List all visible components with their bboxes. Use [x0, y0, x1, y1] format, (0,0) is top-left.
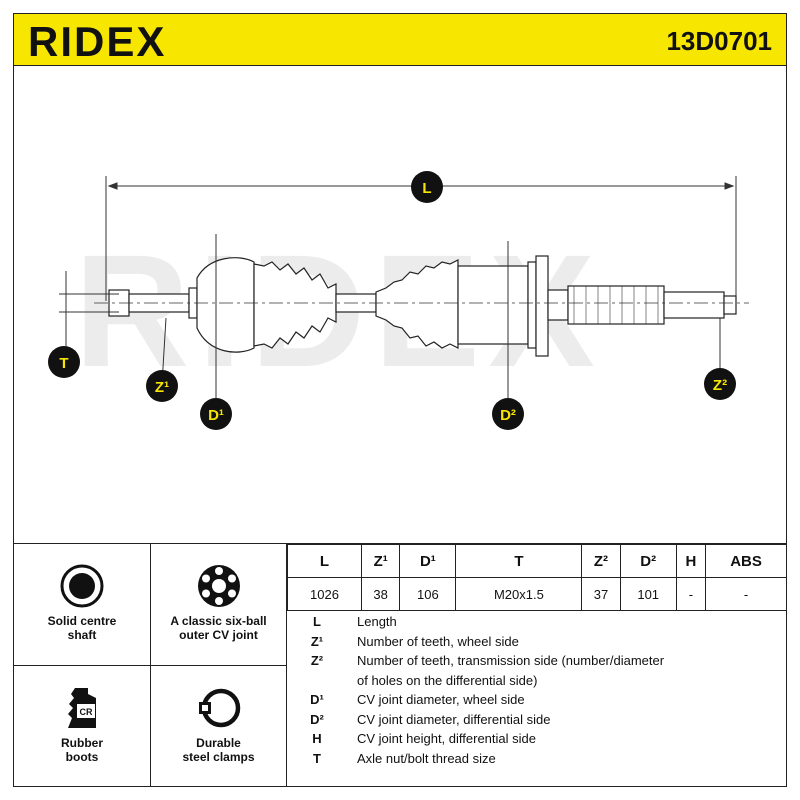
legend-text: Number of teeth, wheel side [357, 633, 519, 649]
spec-header-cell: Z² [581, 544, 621, 578]
rubber-boot-icon: CR [68, 688, 96, 728]
spec-value-cell: 106 [399, 577, 457, 611]
badge-L: L [411, 171, 443, 203]
spec-header-cell: Z¹ [361, 544, 401, 578]
svg-text:D²: D² [500, 407, 516, 424]
legend-row: Z² Number of teeth, transmission side (n… [287, 651, 787, 671]
spec-header-cell: D² [619, 544, 677, 578]
spec-value-cell: 101 [619, 577, 677, 611]
drive-shaft-drawing: RIDEX [48, 171, 749, 430]
spec-header-cell: D¹ [399, 544, 457, 578]
spec-value-cell: M20x1.5 [455, 577, 583, 611]
legend-text: Length [357, 614, 397, 629]
legend-row: D² CV joint diameter, differential side [287, 710, 787, 730]
badge-T: T [48, 346, 80, 378]
svg-text:D¹: D¹ [208, 407, 224, 424]
feature-label-line2: boots [65, 750, 99, 764]
steel-clamp-icon [198, 688, 240, 728]
spec-value-cell: 1026 [286, 577, 363, 611]
svg-text:T: T [59, 355, 68, 372]
part-number: 13D0701 [666, 26, 772, 56]
spec-table: L Z¹ D¹ T Z² D² H ABS 1026 38 106 M20x1.… [286, 544, 787, 611]
spec-header-cell: H [675, 544, 707, 578]
spec-value-cell: - [675, 577, 707, 611]
legend-row: T Axle nut/bolt thread size [287, 749, 787, 769]
spec-value-cell: 37 [581, 577, 621, 611]
feature-label-line1: Solid centre [47, 614, 117, 628]
feature-six-ball-joint: A classic six-ball outer CV joint [151, 544, 287, 666]
svg-text:L: L [422, 180, 431, 197]
spec-section: Solid centre shaft A classic six-ball [13, 543, 787, 787]
badge-Z1: Z¹ [146, 370, 178, 402]
drive-shaft-diagram: RIDEX [13, 66, 787, 544]
spec-header-row: L Z¹ D¹ T Z² D² H ABS [286, 544, 787, 578]
badge-D1: D¹ [200, 398, 232, 430]
shaft-body [108, 255, 737, 357]
thread-dimension [59, 271, 119, 346]
spline-hatching [573, 286, 659, 324]
legend-text: CV joint diameter, differential side [357, 711, 551, 727]
spec-header-cell: L [286, 544, 363, 578]
feature-rubber-boots: CR Rubber boots [14, 666, 151, 786]
legend-key: Z¹ [310, 633, 324, 649]
svg-text:Z¹: Z¹ [155, 379, 169, 396]
badge-D2: D² [492, 398, 524, 430]
feature-label-line2: steel clamps [182, 750, 255, 764]
spec-value-cell: 38 [361, 577, 401, 611]
badge-Z2: Z² [704, 368, 736, 400]
feature-label-line1: Rubber [61, 736, 103, 750]
feature-steel-clamps: Durable steel clamps [151, 666, 287, 786]
legend-text: of holes on the differential side) [357, 672, 538, 688]
feature-label-line1: A classic six-ball [170, 614, 267, 628]
legend-text: CV joint height, differential side [357, 731, 536, 746]
legend-row: D¹ CV joint diameter, wheel side [287, 690, 787, 710]
legend-key: T [313, 750, 321, 766]
six-ball-joint-icon [197, 565, 240, 607]
legend-row: Z¹ Number of teeth, wheel side [287, 632, 787, 652]
legend-text: Axle nut/bolt thread size [357, 750, 496, 766]
legend-row: of holes on the differential side) [287, 671, 787, 691]
spec-header-cell: T [455, 544, 583, 578]
feature-label-line1: Durable [196, 736, 241, 750]
legend-row: L Length [287, 612, 787, 632]
legend-row: H CV joint height, differential side [287, 729, 787, 749]
legend-key: D¹ [310, 692, 324, 707]
legend-key: H [312, 731, 322, 746]
legend-key: L [313, 614, 321, 629]
legend: L Length Z¹ Number of teeth, wheel side … [287, 612, 787, 768]
spec-header-cell: ABS [705, 544, 787, 578]
feature-solid-shaft: Solid centre shaft [14, 544, 151, 666]
brand-logo: RIDEX [28, 18, 167, 65]
spec-value-cell: - [705, 577, 787, 611]
solid-shaft-icon [60, 564, 104, 608]
legend-text: Number of teeth, transmission side (numb… [357, 653, 665, 668]
feature-label-line2: outer CV joint [179, 628, 258, 642]
legend-text: CV joint diameter, wheel side [357, 692, 525, 707]
cr-badge-text: CR [80, 707, 93, 717]
legend-key: D² [310, 711, 324, 727]
header-bar: RIDEX 13D0701 [13, 13, 787, 66]
feature-label-line2: shaft [67, 628, 97, 642]
svg-text:Z²: Z² [713, 377, 727, 394]
legend-key: Z² [310, 653, 324, 668]
spec-value-row: 1026 38 106 M20x1.5 37 101 - - [286, 577, 787, 611]
